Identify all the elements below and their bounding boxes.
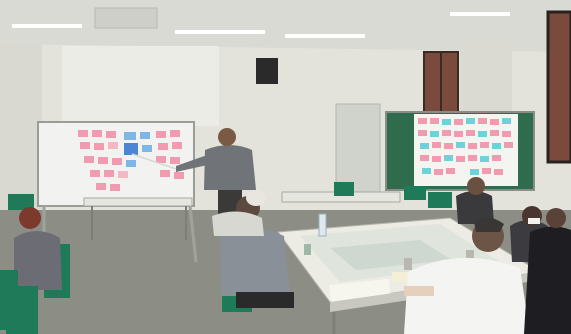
participant-white-shirt [404, 217, 530, 334]
participant-left-woman [0, 207, 70, 330]
sticky-notes-left [78, 130, 184, 191]
drink-can-1 [404, 258, 412, 270]
ceiling-light-4 [450, 12, 510, 16]
ceiling-light-3 [285, 34, 365, 38]
back-door [335, 103, 381, 197]
ceiling-light-2 [175, 30, 265, 34]
participant-far-right [524, 208, 571, 334]
participant-white-cap [212, 190, 266, 236]
participant-plaid-shirt [220, 196, 294, 312]
chair-foreground-left [6, 286, 38, 334]
drink-can-3 [304, 244, 311, 255]
participants [0, 177, 571, 334]
presenter-shirt [204, 145, 256, 190]
ceiling-vent [94, 7, 158, 29]
wall-panel [62, 46, 219, 126]
participant-right-back [456, 177, 494, 224]
back-chair-2 [404, 186, 426, 200]
presenter-head [218, 128, 236, 146]
window-right [546, 10, 571, 164]
whiteboard-leg-right [188, 205, 198, 263]
back-furniture [8, 182, 452, 240]
back-table-left [83, 197, 193, 207]
sticky-notes-right [418, 118, 513, 175]
map-sheet-overlay [330, 240, 452, 270]
back-chair-3 [428, 192, 452, 208]
wall-speaker [256, 58, 278, 84]
greenboard-paper [414, 114, 518, 186]
drink-can-2 [466, 250, 474, 262]
pointer-stick [131, 153, 177, 170]
right-greenboard [385, 111, 535, 191]
water-bottle-1 [318, 213, 327, 237]
back-chair-1 [334, 182, 354, 196]
windows [423, 10, 571, 164]
presenter-arm [176, 154, 212, 172]
left-whiteboard [37, 121, 198, 263]
ceiling-light-1 [12, 24, 82, 28]
back-chair-4 [8, 194, 34, 210]
